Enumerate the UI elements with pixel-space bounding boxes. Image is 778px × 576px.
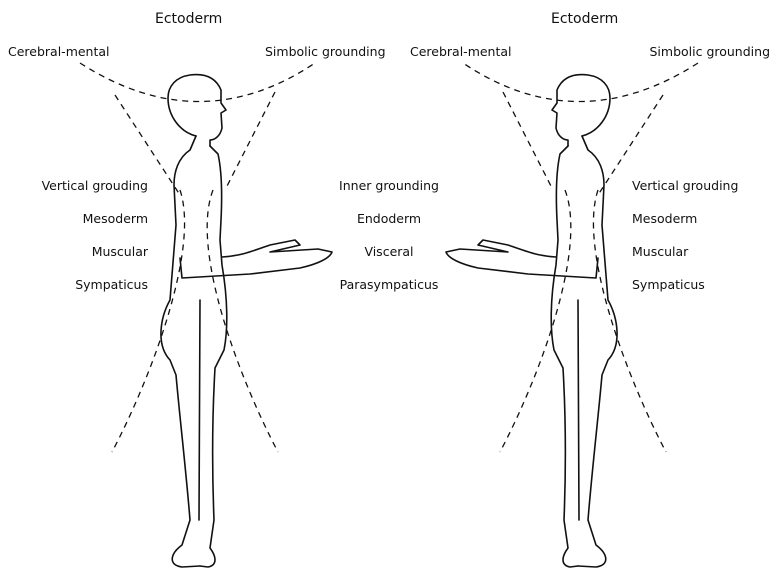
head-outline-right [552,75,610,146]
leg-split-left [199,300,200,520]
arm-right [446,240,598,278]
front-outline-left [200,146,227,567]
ectoderm-label-right: Ectoderm [551,11,618,27]
body-outline-right [446,75,617,567]
parasympaticus-label: Parasympaticus [330,277,448,293]
arm-left [180,240,332,278]
cerebral-mental-label-left: Cerebral-mental [8,44,110,60]
body-outline-left [161,75,332,567]
person-figure-right [446,63,698,567]
front-outline-right [551,146,578,567]
muscular-label-right: Muscular [632,244,688,260]
simbolic-grounding-label-left: Simbolic grounding [265,44,386,60]
vertical-grounding-label-left: Vertical grouding [42,178,148,194]
back-outline-right [578,136,617,567]
muscular-label-left: Muscular [92,244,148,260]
mesoderm-label-left: Mesoderm [83,211,148,227]
endoderm-label: Endoderm [330,211,448,227]
cerebral-mental-label-right: Cerebral-mental [410,44,512,60]
simbolic-grounding-label-right: Simbolic grounding [649,44,770,60]
leg-split-right [578,300,579,520]
body-dash-outer-right [593,190,666,452]
body-dash-inner-left [207,190,278,452]
mesoderm-label-right: Mesoderm [632,211,697,227]
body-dash-outer-left [112,190,185,452]
back-outline-left [161,136,200,567]
vertical-grounding-label-right: Vertical grouding [632,178,738,194]
head-outline-left [168,75,226,146]
sympaticus-label-left: Sympaticus [75,277,148,293]
upper-right-dash-right [503,92,553,190]
ectoderm-label-left: Ectoderm [155,11,222,27]
visceral-label: Visceral [330,244,448,260]
person-figure-left [80,63,332,567]
body-dash-inner-right [500,190,571,452]
inner-grounding-label: Inner grounding [330,178,448,194]
sympaticus-label-right: Sympaticus [632,277,705,293]
upper-right-dash-left [225,92,275,190]
